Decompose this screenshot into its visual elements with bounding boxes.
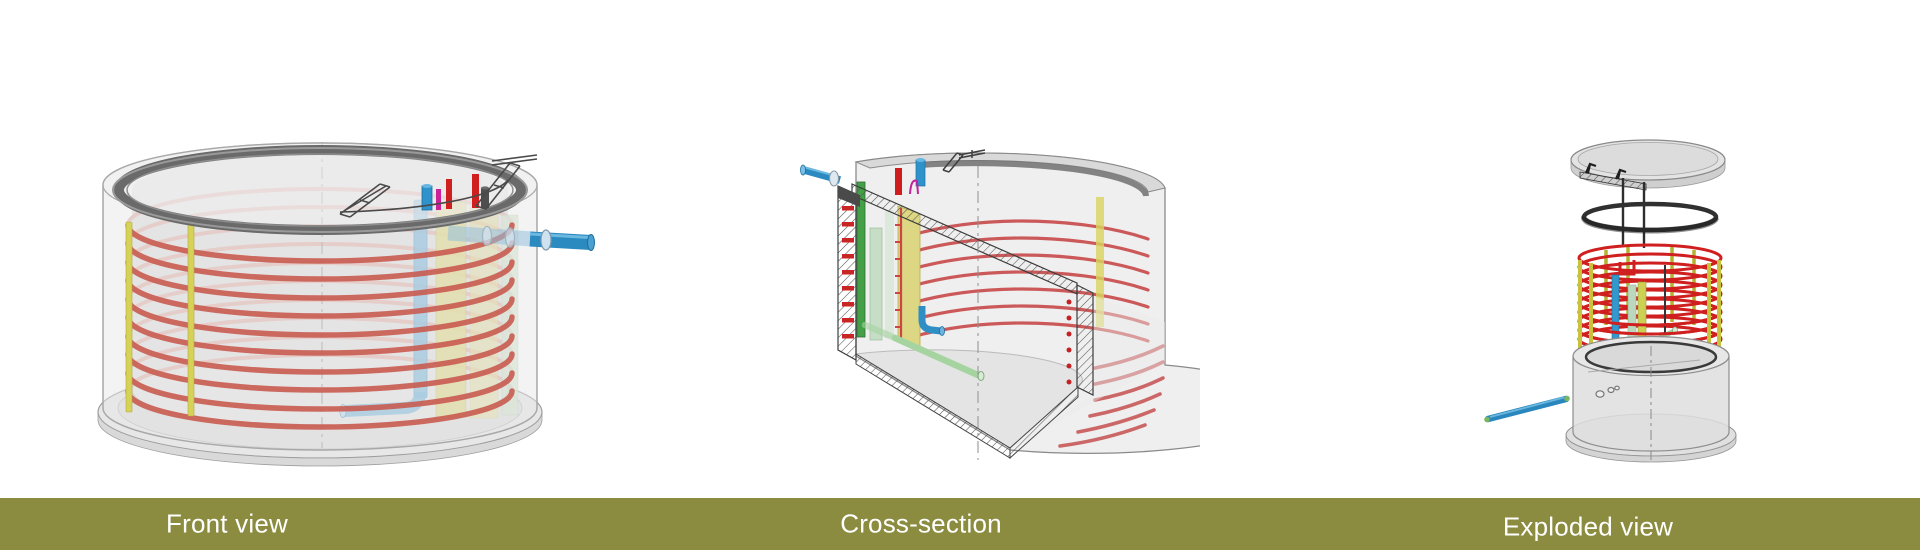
caption-exploded-view: Exploded view [1502, 511, 1674, 542]
heating-coil-front [125, 222, 515, 430]
through-wall-coils [1058, 344, 1165, 448]
outlet-pipe [447, 225, 595, 251]
inlet-pipe [1484, 395, 1570, 423]
caption-cross-section: Cross-section [840, 508, 1002, 539]
floor [854, 349, 1083, 460]
port-holes [1595, 385, 1620, 398]
wall-panels-front [125, 217, 195, 417]
caption-bar: Front view Cross-section Exploded view [0, 498, 1920, 550]
base-cylinder [1565, 335, 1737, 463]
roof-disc [1570, 139, 1726, 191]
support-ring [1580, 201, 1719, 234]
roof-nozzles [421, 174, 489, 211]
cross-section-illustration [800, 149, 1200, 460]
inlet-pipe [800, 164, 842, 187]
back-wall-panel [1096, 197, 1104, 327]
roof [854, 152, 1166, 197]
wall-sheen [1010, 296, 1165, 448]
coil-posts-front [1578, 260, 1721, 356]
roof-railing-bits [1584, 162, 1627, 180]
caption-front-view: Front view [166, 508, 288, 539]
coil-assembly [1577, 243, 1723, 356]
hanger-rods [1621, 178, 1646, 248]
front-view-illustration [97, 142, 595, 467]
exploded-view-illustration [1484, 139, 1737, 463]
cut-faces [837, 183, 1094, 396]
interior-equipment [856, 181, 985, 381]
roof-railings [339, 154, 538, 218]
top-rim [112, 145, 528, 235]
roof-nozzles [895, 158, 926, 195]
roof-railing [942, 149, 986, 173]
